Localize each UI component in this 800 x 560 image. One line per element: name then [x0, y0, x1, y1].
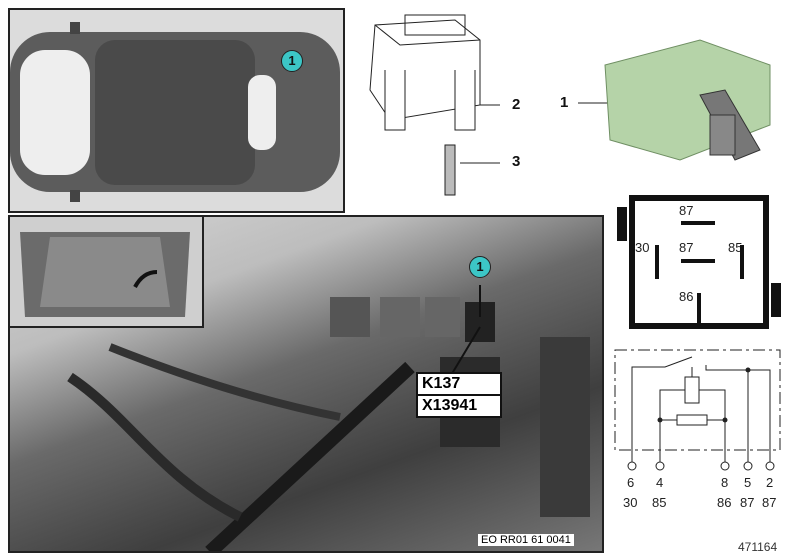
part-label-3: 3 — [512, 153, 521, 170]
vehicle-location-view — [8, 8, 345, 213]
connector-housing-illustration — [369, 14, 500, 196]
component-label-k137: K137 — [416, 372, 502, 396]
terminal-85: 85 — [652, 495, 667, 510]
connector-label-x13941: X13941 — [416, 396, 502, 418]
relay-pinout: 87 30 87 85 86 — [617, 195, 781, 329]
pin-85: 85 — [728, 240, 743, 255]
photo-code: EO RR01 61 0041 — [478, 534, 574, 546]
diagram-id: 471164 — [738, 540, 778, 554]
pin-87-center: 87 — [679, 240, 694, 255]
part-label-1: 1 — [560, 94, 569, 111]
label-tags: K137 X13941 — [416, 372, 502, 418]
car-top-view-illustration — [10, 22, 340, 202]
pin-87-top: 87 — [679, 203, 694, 218]
pin-number-8: 8 — [721, 475, 729, 490]
pin-number-5: 5 — [744, 475, 752, 490]
wiring-harness-photo — [67, 285, 590, 551]
trunk-inset-photo — [8, 215, 204, 328]
pin-number-2: 2 — [766, 475, 774, 490]
terminal-86: 86 — [717, 495, 732, 510]
relay-illustration — [578, 39, 771, 161]
installation-photo — [8, 215, 604, 553]
terminal-87-a: 87 — [740, 495, 755, 510]
pin-number-6: 6 — [627, 475, 635, 490]
part-label-2: 2 — [512, 96, 521, 113]
terminal-87-b: 87 — [762, 495, 777, 510]
pin-number-4: 4 — [656, 475, 664, 490]
photo-marker-1[interactable]: 1 — [469, 256, 491, 278]
pin-30: 30 — [635, 240, 650, 255]
relay-circuit-schematic — [614, 349, 781, 471]
pin-86: 86 — [679, 289, 694, 304]
terminal-30: 30 — [623, 495, 638, 510]
trunk-illustration — [20, 232, 190, 317]
arrow-icon — [133, 270, 158, 288]
location-marker-1[interactable]: 1 — [281, 50, 303, 72]
